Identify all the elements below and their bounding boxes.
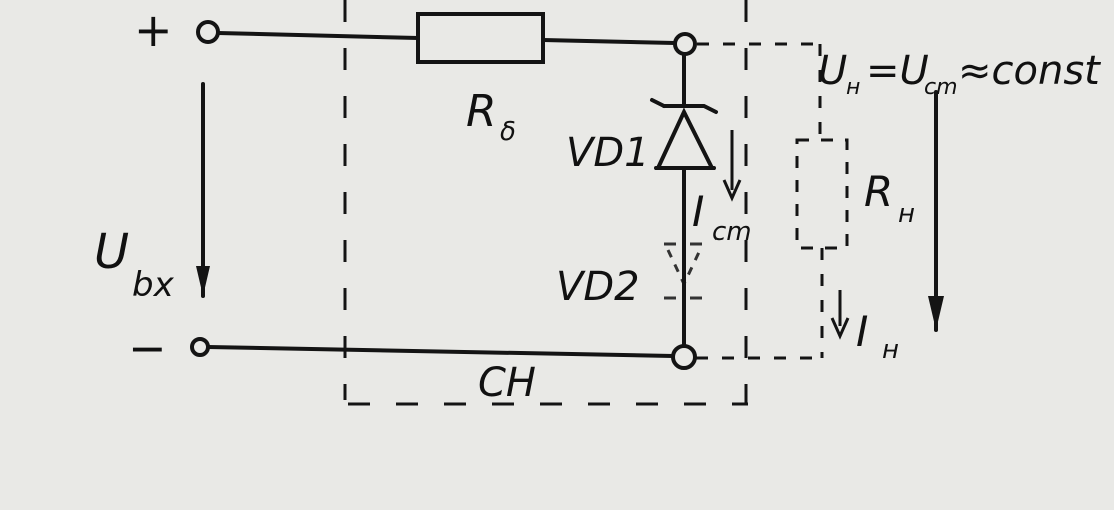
- input-voltage-label: U: [94, 224, 129, 280]
- output-voltage-symbol: U: [818, 48, 847, 94]
- output-voltage-const: ≈const: [958, 48, 1101, 94]
- input-terminal-plus: [196, 20, 220, 44]
- output-node-top: [673, 32, 697, 56]
- output-voltage-arrowhead: [928, 296, 944, 330]
- top-wire-left: [216, 31, 420, 40]
- stabilizer-block-border: [343, 0, 748, 406]
- input-voltage-subscript: bx: [132, 265, 175, 305]
- ballast-resistor-label: R: [466, 86, 497, 137]
- vd1-label: VD1: [566, 130, 650, 176]
- stabilizer-block-label: CH: [478, 360, 536, 406]
- output-voltage-equals: =U: [866, 48, 929, 94]
- output-node-bottom: [671, 344, 697, 370]
- zener-current-arrowhead: [722, 179, 742, 202]
- top-wire-right: [541, 38, 677, 45]
- load-current-subscript: н: [882, 335, 899, 365]
- vd2-label: VD2: [556, 264, 640, 310]
- output-voltage-subscript: н: [846, 75, 860, 100]
- zener-current-label: I: [692, 187, 704, 236]
- zener-diode-vd1: [650, 98, 718, 170]
- plus-sign: +: [134, 3, 173, 57]
- output-voltage-formula: U н =U cm ≈const: [818, 48, 1101, 100]
- load-current-label: I: [856, 307, 868, 356]
- load-resistor-label: R: [864, 167, 893, 216]
- load-resistor: [795, 44, 849, 358]
- load-resistor-subscript: н: [898, 199, 915, 229]
- minus-sign: −: [128, 321, 167, 375]
- output-voltage-subscript-2: cm: [924, 75, 958, 100]
- input-voltage-arrowhead: [196, 266, 210, 296]
- input-terminal-minus: [190, 337, 210, 357]
- zener-current-subscript: cm: [712, 217, 752, 247]
- ballast-resistor-subscript: δ: [500, 117, 516, 147]
- bottom-wire: [206, 345, 675, 358]
- load-current-arrowhead: [830, 317, 850, 340]
- zener-diode-vd2: [664, 236, 717, 300]
- ballast-resistor: [416, 12, 545, 64]
